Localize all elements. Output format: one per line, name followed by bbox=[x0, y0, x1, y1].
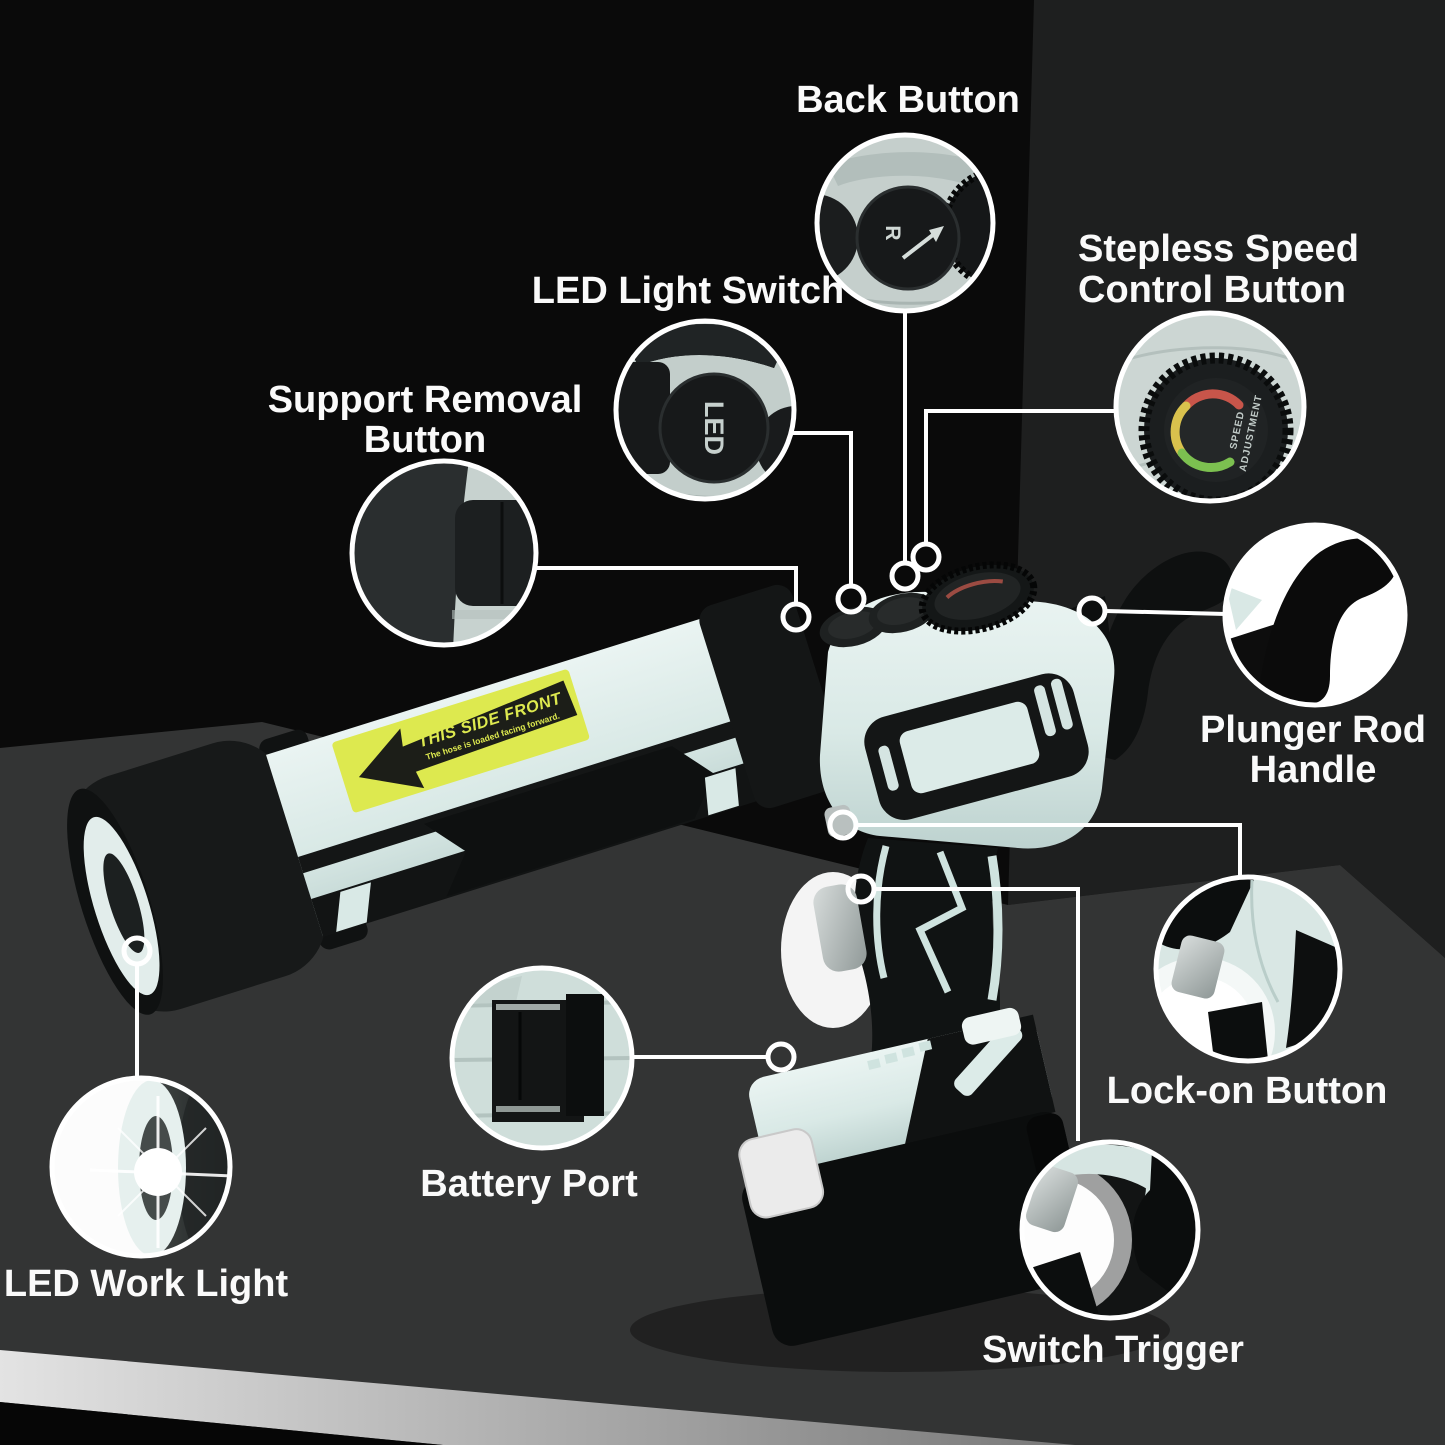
battery-indicator-2 bbox=[884, 1052, 898, 1064]
foreground-shadow bbox=[0, 1402, 443, 1445]
lock-on-pin bbox=[1171, 935, 1225, 999]
battery-port-inset bbox=[452, 968, 632, 1148]
handle-accent-front bbox=[873, 845, 890, 979]
speed-dial-inset: SPEED ADJUSTMENT bbox=[1116, 313, 1304, 501]
label-lock-on: Lock-on Button bbox=[1107, 1070, 1388, 1112]
label-stepless-line2: Control Button bbox=[1078, 269, 1346, 311]
speed-arc-green bbox=[1177, 448, 1235, 472]
label-support-line2: Button bbox=[364, 419, 486, 461]
label-back-button: Back Button bbox=[796, 79, 1020, 121]
gun-floor-shadow bbox=[630, 1288, 1170, 1372]
barrel-tube bbox=[266, 616, 764, 937]
led-switch-inset-border bbox=[613, 318, 797, 502]
ring-led-work-light bbox=[121, 935, 153, 967]
leader-switch-trigger bbox=[875, 887, 1080, 1141]
ring-plunger-handle bbox=[1076, 595, 1108, 627]
label-switch-trigger: Switch Trigger bbox=[982, 1329, 1244, 1371]
lock-on-inset bbox=[1156, 877, 1340, 1061]
battery-body bbox=[742, 1111, 1095, 1346]
trigger-blade bbox=[1026, 1165, 1078, 1233]
led-work-light-inset-border bbox=[49, 1075, 233, 1259]
speed-dial-inset-border bbox=[1113, 310, 1307, 504]
battery-indicator-4 bbox=[918, 1040, 933, 1052]
plunger-handle-inset bbox=[1225, 525, 1405, 705]
ring-support-removal bbox=[780, 601, 812, 633]
support-removal-inset-border bbox=[349, 458, 539, 648]
side-window-panel bbox=[864, 673, 1089, 820]
lock-on-inset-border bbox=[1153, 874, 1343, 1064]
nozzle-hole bbox=[103, 853, 145, 953]
speed-dial-part bbox=[918, 561, 1038, 635]
switch-trigger-part bbox=[813, 884, 867, 972]
ring-lock-on bbox=[827, 809, 859, 841]
label-plunger-line1: Plunger Rod bbox=[1200, 709, 1426, 751]
back-button-part bbox=[868, 592, 936, 634]
barrel: THIS SIDE FRONT The hose is loaded facin… bbox=[67, 584, 848, 1015]
barrel-side-plate bbox=[423, 746, 715, 897]
table-edge-highlight bbox=[0, 1350, 1075, 1445]
ring-speed-dial bbox=[910, 541, 942, 573]
warning-sticker: THIS SIDE FRONT The hose is loaded facin… bbox=[332, 669, 590, 813]
barrel-slot-right bbox=[704, 768, 739, 816]
label-stepless-line1: Stepless Speed bbox=[1078, 228, 1359, 270]
ring-battery-port bbox=[765, 1041, 797, 1073]
battery-indicator-1 bbox=[867, 1058, 881, 1070]
leader-led-switch bbox=[791, 431, 853, 585]
back-button-glyph: R bbox=[881, 225, 904, 240]
support-removal-inset bbox=[352, 461, 536, 645]
led-button-glyph: LED bbox=[699, 401, 729, 455]
label-support-line1: Support Removal bbox=[268, 379, 583, 421]
barrel-clamp-ring bbox=[699, 584, 848, 809]
speed-arc-yellow bbox=[1170, 401, 1191, 458]
barrel-slot-left bbox=[336, 882, 371, 932]
battery-chevron-slot bbox=[954, 1023, 1023, 1096]
led-flare bbox=[134, 1148, 182, 1196]
battery-check-button bbox=[961, 1007, 1022, 1045]
battery-indicator-3 bbox=[901, 1046, 916, 1058]
battery-release-button bbox=[738, 1128, 825, 1219]
switch-trigger-inset-border bbox=[1019, 1139, 1201, 1321]
ring-back-button bbox=[889, 560, 921, 592]
caulking-gun: THIS SIDE FRONT The hose is loaded facin… bbox=[67, 551, 1233, 1346]
leader-speed-dial bbox=[924, 409, 1116, 543]
sticker-arrow bbox=[358, 680, 578, 789]
switch-trigger-inset bbox=[1022, 1142, 1198, 1318]
ring-led-switch bbox=[835, 583, 867, 615]
handle-accent-bolt bbox=[915, 850, 967, 994]
label-plunger-line2: Handle bbox=[1250, 749, 1377, 791]
handle-accent-rear bbox=[987, 855, 1003, 1001]
leader-lock-on bbox=[857, 823, 1242, 876]
back-button-arrow bbox=[901, 229, 940, 260]
speed-arc-red bbox=[1181, 389, 1244, 411]
leader-support-removal bbox=[535, 566, 798, 603]
leader-plunger-handle bbox=[1105, 609, 1227, 616]
label-led-switch: LED Light Switch bbox=[532, 270, 844, 312]
led-switch-inset: LED bbox=[616, 321, 794, 499]
plunger-rod-handle-part bbox=[1093, 551, 1233, 760]
ring-switch-trigger bbox=[845, 873, 877, 905]
label-battery-port: Battery Port bbox=[420, 1163, 638, 1205]
label-led-work-light: LED Work Light bbox=[4, 1263, 289, 1305]
back-button-inset: R bbox=[817, 135, 993, 311]
